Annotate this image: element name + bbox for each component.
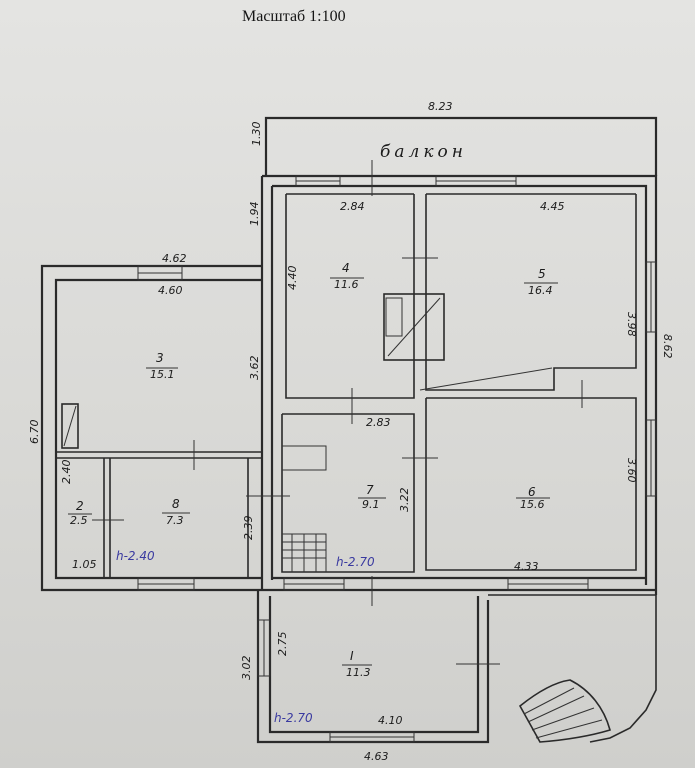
window-room5-top bbox=[435, 175, 517, 187]
balcony-label: балкон bbox=[380, 142, 467, 162]
dim-left-wing-inner: 4.60 bbox=[158, 284, 183, 297]
stove bbox=[383, 293, 445, 361]
stove-diagonal bbox=[387, 297, 441, 357]
dimension-labels: 8.23 1.30 2.84 4.45 4.62 4.60 4.40 1.94 … bbox=[28, 100, 674, 763]
dim-room1-outer-bottom: 4.63 bbox=[364, 750, 389, 763]
room8-height: h-2.40 bbox=[116, 549, 155, 563]
dim-room7-side: 3.22 bbox=[398, 488, 411, 513]
doors bbox=[92, 160, 583, 665]
room3-number: 3 bbox=[156, 351, 164, 365]
room6-area: 15.6 bbox=[520, 498, 545, 511]
dim-room1-inner-side: 2.75 bbox=[276, 632, 289, 657]
room6-walls bbox=[425, 397, 637, 571]
room7-walls bbox=[281, 413, 415, 573]
room8-number: 8 bbox=[172, 497, 180, 511]
window-room5-right bbox=[645, 261, 657, 333]
room-label-underlines bbox=[68, 277, 558, 666]
dim-room1-outer-side: 3.02 bbox=[240, 656, 253, 681]
room4-walls bbox=[285, 194, 415, 399]
room1-height: h-2.70 bbox=[274, 711, 313, 725]
interior-walls bbox=[56, 193, 637, 578]
room2-number: 2 bbox=[76, 499, 84, 513]
window-room1-bottom bbox=[329, 731, 415, 743]
window-room6-right bbox=[645, 419, 657, 497]
room1-number: I bbox=[350, 649, 354, 663]
window-room3-top bbox=[137, 265, 183, 281]
dim-left-overall: 6.70 bbox=[28, 420, 41, 445]
dim-room3-side: 3.62 bbox=[248, 356, 261, 381]
slanted-wall bbox=[419, 367, 553, 391]
stair-upper bbox=[282, 445, 327, 471]
dim-room2-side: 2.40 bbox=[60, 460, 73, 485]
stove-firebox bbox=[385, 297, 403, 337]
room4-number: 4 bbox=[342, 261, 350, 275]
main-block-top-right-inner bbox=[272, 184, 648, 585]
window-room4-top bbox=[295, 175, 341, 187]
left-wing-inner bbox=[54, 278, 262, 580]
porch-stair bbox=[518, 679, 611, 743]
dim-room1-inner-bottom: 4.10 bbox=[378, 714, 403, 727]
dim-balcony-depth: 1.30 bbox=[250, 122, 263, 147]
room7-height: h-2.70 bbox=[336, 555, 375, 569]
room2-area: 2.5 bbox=[70, 514, 88, 527]
stair-steps bbox=[282, 534, 326, 572]
room8-area: 7.3 bbox=[166, 514, 184, 527]
dim-top-overall: 8.23 bbox=[428, 100, 453, 113]
window-room1-left bbox=[257, 619, 271, 677]
room3-area: 15.1 bbox=[150, 368, 175, 381]
room5-number: 5 bbox=[538, 267, 546, 281]
dim-room7-top: 2.83 bbox=[366, 416, 391, 429]
scale-title: Масштаб 1:100 bbox=[242, 8, 346, 25]
room4-area: 11.6 bbox=[334, 278, 359, 291]
room7-number: 7 bbox=[366, 483, 374, 497]
dim-room8-side: 2.39 bbox=[242, 516, 255, 541]
windows bbox=[137, 175, 657, 743]
window-room7-bottom bbox=[283, 577, 345, 591]
room-labels: 4 11.6 5 16.4 3 15.1 6 15.6 7 9.1 8 7.3 … bbox=[70, 261, 553, 679]
room3-stove-diagonal bbox=[63, 405, 77, 447]
stair-lower bbox=[282, 533, 327, 572]
room1-area: 11.3 bbox=[346, 666, 371, 679]
window-room8-bottom bbox=[137, 577, 195, 591]
dim-room5-top: 4.45 bbox=[540, 200, 565, 213]
left-wing-outer bbox=[40, 264, 262, 592]
main-block-top-right-wall bbox=[262, 174, 658, 595]
dim-left-wing-outer: 4.62 bbox=[162, 252, 187, 265]
room7-area: 9.1 bbox=[362, 498, 380, 511]
room5-walls bbox=[425, 194, 637, 391]
dim-right-overall: 8.62 bbox=[661, 334, 674, 359]
room6-number: 6 bbox=[528, 485, 536, 499]
dim-room6-side: 3.60 bbox=[625, 458, 638, 483]
room5-area: 16.4 bbox=[528, 284, 553, 297]
room3-stove bbox=[61, 403, 79, 449]
dim-room4-side: 4.40 bbox=[286, 266, 299, 291]
window-room6-bottom bbox=[507, 577, 589, 591]
dim-upper-left-side: 1.94 bbox=[248, 202, 261, 227]
height-labels: h-2.40 h-2.70 h-2.70 bbox=[116, 549, 375, 725]
dim-room2-bottom: 1.05 bbox=[72, 558, 97, 571]
balcony-outline bbox=[264, 116, 658, 176]
dim-room5-side: 3.98 bbox=[625, 312, 638, 337]
porch-outline bbox=[488, 594, 657, 743]
dim-room6-bottom: 4.33 bbox=[514, 560, 539, 573]
dim-room4-top: 2.84 bbox=[340, 200, 365, 213]
